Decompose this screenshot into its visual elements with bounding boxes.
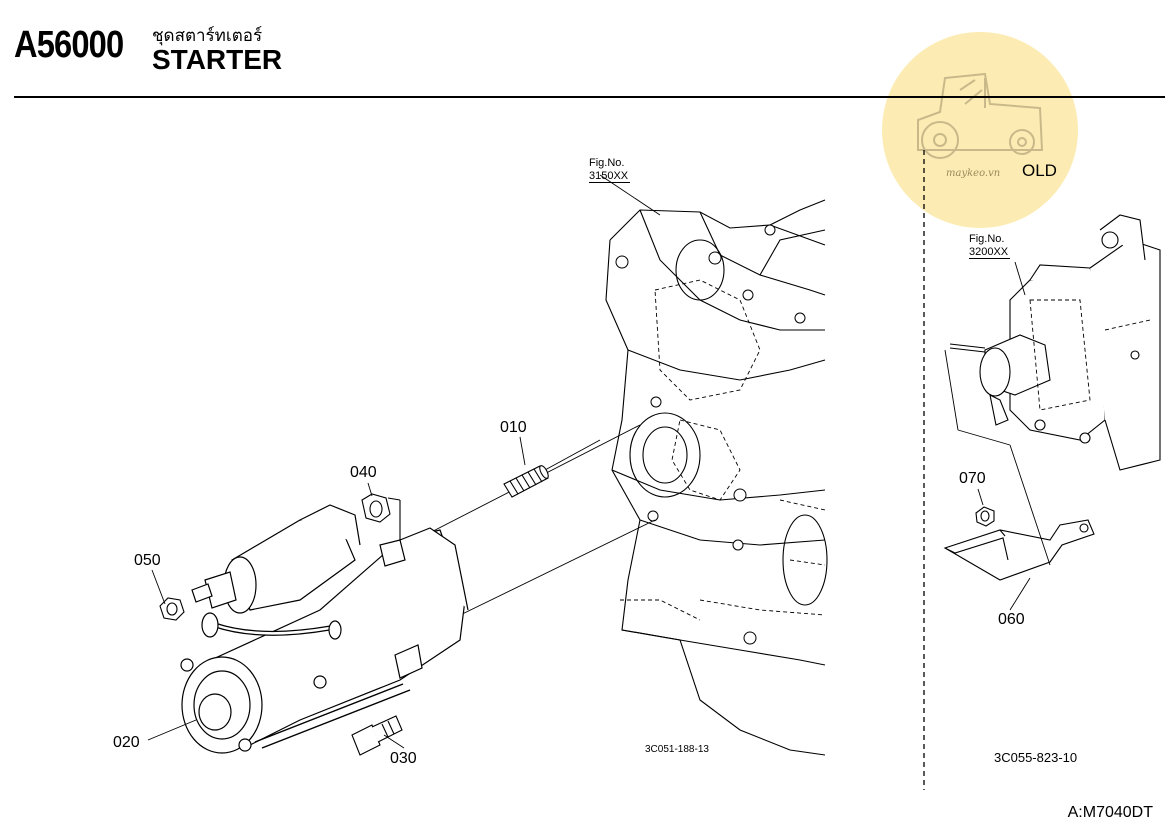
fig-ref-number: 3200XX xyxy=(969,245,1011,260)
part-label-010[interactable]: 010 xyxy=(500,419,527,436)
leader-lines xyxy=(147,174,661,749)
watermark-text: maykeo.vn xyxy=(946,168,1001,179)
bracket-060 xyxy=(943,519,1095,581)
nut-040 xyxy=(361,493,401,540)
part-label-060[interactable]: 060 xyxy=(998,611,1025,628)
injection-pump xyxy=(949,214,1161,471)
assembly-line-2 xyxy=(449,519,656,621)
gear-case-bolt-holes xyxy=(615,224,806,645)
catalog-code: A56000 xyxy=(14,24,124,66)
nut-050 xyxy=(159,597,185,621)
fig-ref-label: Fig.No. xyxy=(589,157,625,169)
drawing-id-right: 3C055-823-10 xyxy=(994,750,1078,765)
part-label-040[interactable]: 040 xyxy=(350,464,377,481)
old-badge: OLD xyxy=(1022,161,1057,180)
page-title: STARTER xyxy=(152,44,283,75)
part-label-020[interactable]: 020 xyxy=(113,734,140,751)
model-code: A:M7040DT xyxy=(1067,804,1153,821)
drawing-id-left: 3C051-188-13 xyxy=(645,744,709,755)
injection-pump-hidden xyxy=(1029,299,1151,411)
gear-case-hidden-lines xyxy=(620,279,826,621)
stud-bolt xyxy=(503,465,549,498)
gear-case-outline xyxy=(605,199,826,756)
part-label-070[interactable]: 070 xyxy=(959,470,986,487)
watermark-circle xyxy=(882,32,1078,228)
part-label-050[interactable]: 050 xyxy=(134,552,161,569)
bolt-030 xyxy=(351,715,403,756)
fig-ref-3200[interactable]: Fig.No. 3200XX xyxy=(969,233,1011,260)
tractor-icon xyxy=(917,72,1044,159)
right-leader-lines xyxy=(944,261,1051,611)
nut-070 xyxy=(975,506,995,527)
fig-ref-label: Fig.No. xyxy=(969,233,1005,245)
assembly-line-3 xyxy=(544,439,601,471)
starter-motor xyxy=(180,504,469,754)
gear-case-bore xyxy=(629,239,828,606)
part-label-030[interactable]: 030 xyxy=(390,750,417,767)
header-divider xyxy=(14,96,1165,98)
title-thai: ชุดสตาร์ทเตอร์ xyxy=(152,26,263,46)
fig-ref-3150[interactable]: Fig.No. 3150XX xyxy=(589,157,631,184)
fig-ref-number: 3150XX xyxy=(589,169,631,184)
